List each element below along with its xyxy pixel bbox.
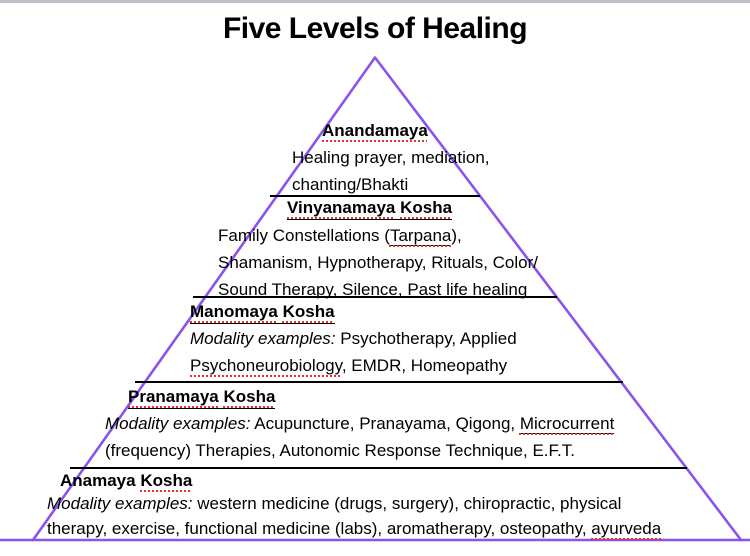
text-segment: Modality examples: [105,414,251,433]
anandamaya-body-line: Healing prayer, mediation, [292,148,490,168]
text-segment: Shamanism, Hypnotherapy, Rituals, Color/ [218,253,538,272]
text-segment: (frequency) Therapies, Autonomic Respons… [105,441,575,460]
text-segment: chanting/Bhakti [292,175,409,194]
pyramid-sides-line [31,56,743,542]
level-heading-pranamaya-kosha: Pranamaya Kosha [128,387,276,409]
top-border-rule [0,0,750,3]
text-segment: Family Constellations ( [218,226,390,245]
level-heading-vinyanamaya-kosha: Vinyanamaya Kosha [287,198,453,220]
level-heading-anamaya-kosha: Anamaya Kosha [60,471,192,491]
pranamaya-body-line: Modality examples: Acupuncture, Pranayam… [105,414,615,434]
vinyanamaya-body-line: Family Constellations (Tarpana), [218,226,462,246]
text-segment: Manomaya [190,302,278,321]
anamaya-body-line: therapy, exercise, functional medicine (… [47,519,661,539]
text-segment: Modality examples: [47,494,193,513]
text-segment: ayurveda [591,519,662,538]
text-segment: Healing prayer, mediation, [292,148,490,167]
text-segment: Pranamaya [128,387,219,406]
text-segment: Sound Therapy, Silence, Past life healin… [218,280,528,299]
level-divider [193,296,557,298]
level-divider [135,381,623,383]
text-segment: ), [451,226,462,245]
anandamaya-body-line: chanting/Bhakti [292,175,408,195]
text-segment: therapy, exercise, functional medicine (… [47,519,592,538]
manomaya-body-line: Modality examples: Psychotherapy, Applie… [190,329,517,349]
vinyanamaya-body-line: Shamanism, Hypnotherapy, Rituals, Color/ [218,253,538,273]
vinyanamaya-body-line: Sound Therapy, Silence, Past life healin… [218,280,527,300]
page-title: Five Levels of Healing [222,12,528,45]
text-segment: Anandamaya [322,121,428,140]
text-segment: Kosha [400,198,453,217]
text-segment: Kosha [223,387,276,406]
text-segment: Vinyanamaya [287,198,396,217]
pranamaya-body-line: (frequency) Therapies, Autonomic Respons… [105,441,575,461]
text-segment: Psychotherapy, Applied [335,329,517,348]
level-divider [70,467,687,469]
level-heading-anandamaya: Anandamaya [322,121,428,141]
text-segment: Psychoneurobiology [190,356,342,375]
text-segment: Acupuncture, Pranayama, Qigong, [250,414,520,433]
text-segment: Modality examples: [190,329,336,348]
text-segment: western medicine (drugs, surgery), chiro… [192,494,622,513]
text-segment: Kosha [140,471,193,490]
text-segment: Anamaya [60,471,136,490]
text-segment: Kosha [282,302,335,321]
text-segment: Microcurrent [519,414,615,434]
level-divider [270,195,480,197]
text-segment: Tarpana [389,226,452,246]
anamaya-body-line: Modality examples: western medicine (dru… [47,494,621,514]
text-segment: , EMDR, Homeopathy [341,356,508,375]
manomaya-body-line: Psychoneurobiology, EMDR, Homeopathy [190,356,507,376]
level-heading-manomaya-kosha: Manomaya Kosha [190,302,335,324]
